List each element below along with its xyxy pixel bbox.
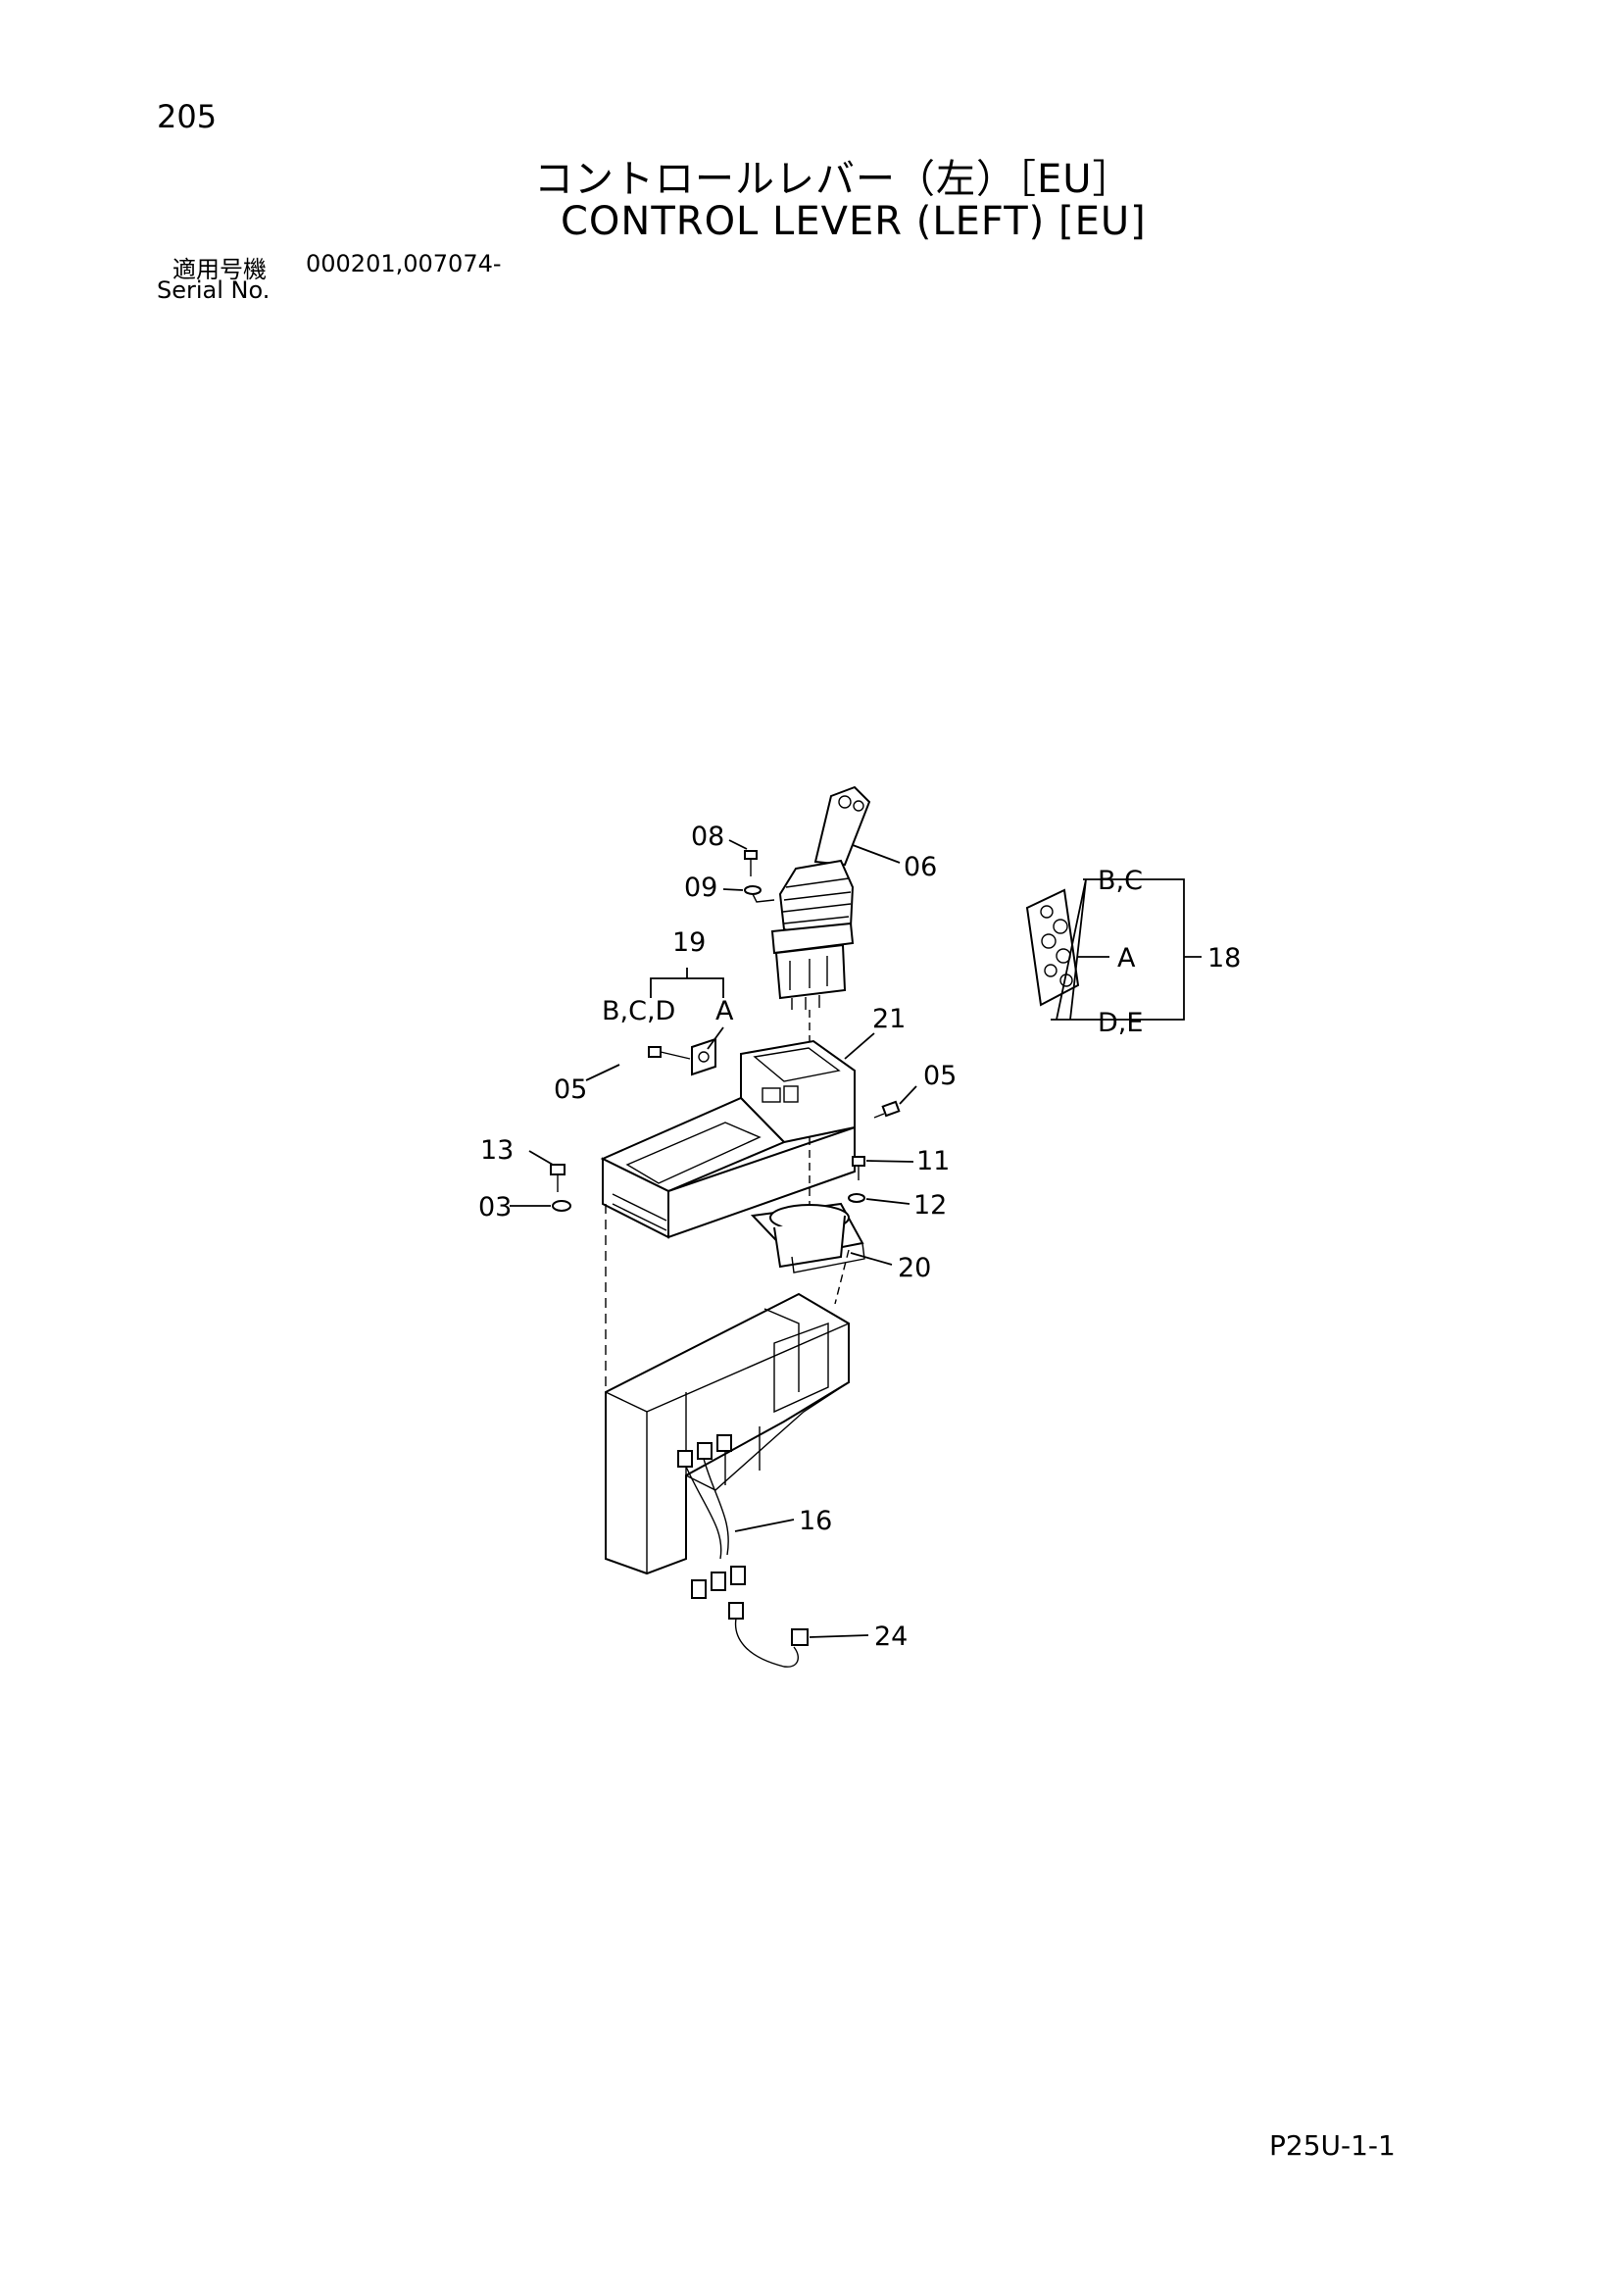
callout-03: 03: [478, 1192, 512, 1223]
callout-05-left: 05: [554, 1074, 587, 1105]
callout-16: 16: [799, 1506, 832, 1536]
console-frame-part: [605, 1292, 850, 1575]
washer-03-part: [552, 1200, 571, 1212]
callout-24: 24: [874, 1622, 908, 1652]
serial-label-english: Serial No.: [157, 276, 270, 304]
callout-19-a: A: [715, 996, 734, 1026]
callout-13: 13: [480, 1135, 514, 1166]
callout-18-a: A: [1117, 943, 1136, 973]
page-number: 205: [157, 98, 218, 135]
console-21-part: [600, 1039, 856, 1239]
joystick-lever-part: [770, 785, 871, 1069]
page-title-japanese: コントロールレバー（左）［EU］: [534, 157, 1133, 202]
switch-panel-18-part: [1025, 888, 1080, 1007]
callout-19: 19: [672, 927, 706, 958]
harness-24-part: [728, 1602, 809, 1668]
callout-18-bc: B,C: [1098, 866, 1143, 896]
bolt-05-right-part: [873, 1100, 901, 1119]
bracket-20-part: [750, 1202, 865, 1273]
bolt-08-part: [744, 850, 758, 876]
callout-21: 21: [872, 1004, 906, 1034]
page-code: P25U-1-1: [1269, 2129, 1396, 2162]
callout-12: 12: [913, 1190, 947, 1221]
leader-lines: [510, 839, 1202, 1638]
page-title-english: CONTROL LEVER (LEFT) [EU]: [561, 199, 1147, 244]
washer-09-part: [744, 885, 762, 895]
serial-number-value: 000201,007074-: [306, 250, 502, 277]
callout-20: 20: [898, 1253, 931, 1283]
callout-08: 08: [691, 822, 724, 852]
bolt-13-part: [550, 1164, 566, 1192]
callout-11: 11: [916, 1146, 950, 1176]
callout-18-de: D,E: [1098, 1008, 1143, 1038]
harness-16-part: [677, 1434, 746, 1599]
callout-05-right: 05: [923, 1061, 957, 1091]
bolt-11-part: [852, 1156, 865, 1180]
callout-06: 06: [904, 852, 937, 882]
callout-09: 09: [684, 873, 717, 903]
callout-18: 18: [1207, 943, 1241, 973]
connector-19-part: [648, 1037, 716, 1076]
serial-label-japanese: 適用号機: [172, 256, 267, 283]
callout-19-bcd: B,C,D: [602, 996, 675, 1026]
washer-12-part: [848, 1193, 865, 1203]
